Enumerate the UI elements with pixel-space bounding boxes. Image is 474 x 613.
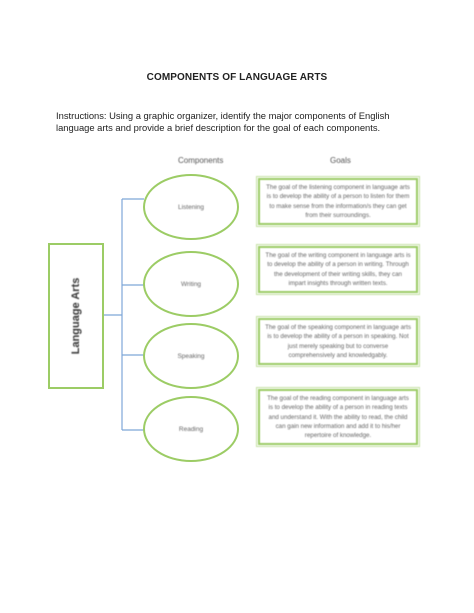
- document-title: COMPONENTS OF LANGUAGE ARTS: [146, 72, 328, 83]
- instructions-text: Instructions: Using a graphic organizer,…: [56, 110, 390, 133]
- language-arts-label: Language Arts: [70, 277, 82, 355]
- component-label-listening: Listening: [177, 203, 205, 211]
- goal-box-writing: The goal of the writing component in lan…: [256, 243, 420, 296]
- component-ellipse-speaking: Speaking: [143, 323, 239, 389]
- language-arts-box: Language Arts: [48, 243, 104, 389]
- goal-box-speaking: The goal of the speaking component in la…: [256, 315, 420, 368]
- components-column-header: Components: [178, 156, 224, 165]
- component-label-writing: Writing: [180, 280, 202, 288]
- component-label-speaking: Speaking: [177, 352, 205, 360]
- component-ellipse-listening: Listening: [143, 174, 239, 240]
- component-label-reading: Reading: [178, 425, 204, 433]
- component-ellipse-writing: Writing: [143, 251, 239, 317]
- goals-column-header: Goals: [330, 156, 351, 165]
- goal-box-reading: The goal of the reading component in lan…: [256, 386, 420, 448]
- component-ellipse-reading: Reading: [143, 396, 239, 462]
- goal-box-listening: The goal of the listening component in l…: [256, 175, 420, 228]
